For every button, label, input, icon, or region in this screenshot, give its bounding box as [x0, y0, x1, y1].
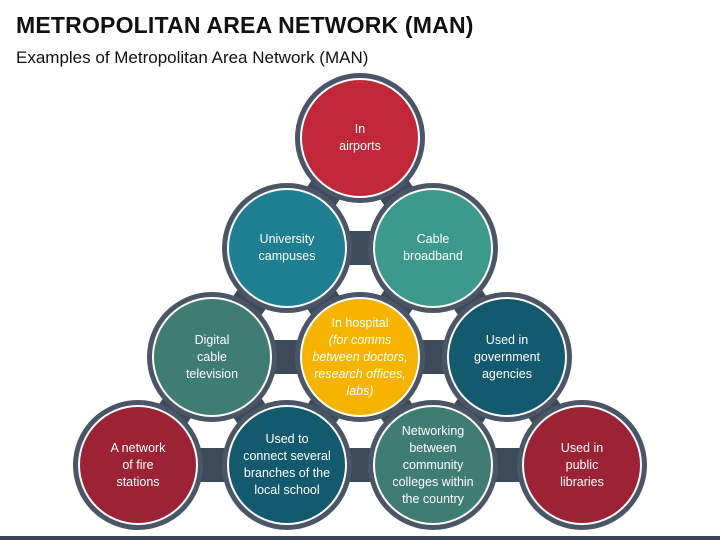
node-label-hospital: In hospital (for comms between doctors, r…	[311, 307, 409, 407]
node-circle-hospital	[302, 299, 418, 415]
node-text-digital-tv: Digital cable television	[185, 332, 239, 381]
node-label-airports: In airports	[311, 88, 409, 188]
node-text-university: University campuses	[258, 232, 316, 263]
node-circle-fire-stations	[80, 407, 196, 523]
node-text-cable: Cable broadband	[403, 232, 463, 263]
node-label-libraries: Used in public libraries	[533, 415, 631, 515]
node-circle-university	[229, 190, 345, 306]
node-label-colleges: Networking between community colleges wi…	[384, 415, 482, 515]
node-note-hospital: (for comms between doctors, research off…	[312, 332, 408, 398]
page-title: METROPOLITAN AREA NETWORK (MAN)	[16, 12, 474, 38]
bottom-bar	[0, 536, 720, 540]
node-text-fire-stations: A network of fire stations	[110, 440, 166, 489]
node-circle-colleges	[375, 407, 491, 523]
node-circle-local-school	[229, 407, 345, 523]
node-label-university: University campuses	[238, 198, 336, 298]
node-circle-airports	[302, 80, 418, 196]
page-subtitle: Examples of Metropolitan Area Network (M…	[16, 48, 369, 67]
node-circle-cable	[375, 190, 491, 306]
node-circles	[73, 73, 647, 530]
node-label-local-school: Used to connect several branches of the …	[238, 415, 336, 515]
node-label-digital-tv: Digital cable television	[163, 307, 261, 407]
node-text-hospital: In hospital	[331, 315, 389, 330]
node-label-fire-stations: A network of fire stations	[89, 415, 187, 515]
node-label-government: Used in government agencies	[458, 307, 556, 407]
node-text-colleges: Networking between community colleges wi…	[392, 423, 474, 506]
node-circle-libraries	[524, 407, 640, 523]
node-circle-government	[449, 299, 565, 415]
node-text-local-school: Used to connect several branches of the …	[243, 432, 331, 497]
node-text-airports: In airports	[339, 122, 381, 153]
node-label-cable: Cable broadband	[384, 198, 482, 298]
node-text-libraries: Used in public libraries	[560, 440, 604, 489]
node-text-government: Used in government agencies	[473, 332, 540, 381]
node-circle-digital-tv	[154, 299, 270, 415]
